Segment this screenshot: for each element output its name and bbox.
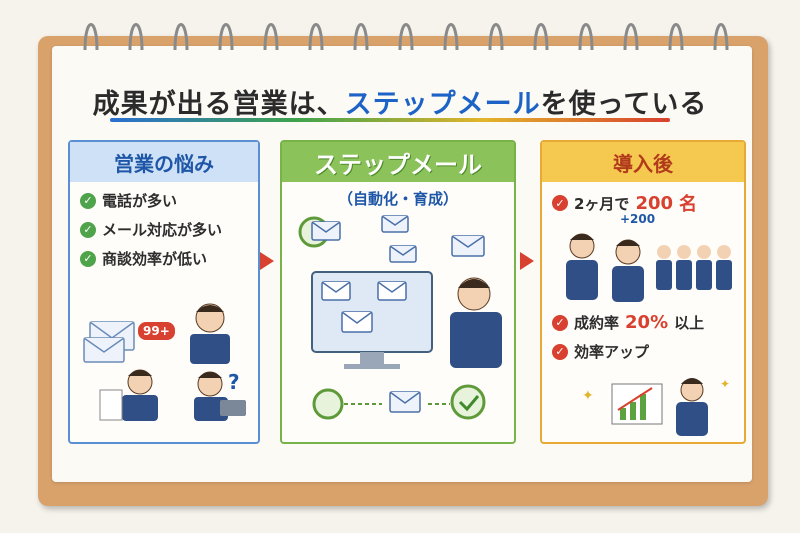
problem-item: ✓ 商談効率が低い — [80, 248, 248, 269]
problem-item: ✓ メール対応が多い — [80, 219, 248, 240]
step-mail-subheading: （自動化・育成） — [337, 190, 458, 208]
check-icon: ✓ — [552, 343, 568, 360]
check-icon: ✓ — [552, 314, 568, 331]
question-mark-icon: ? — [228, 370, 240, 394]
problem-item: ✓ 電話が多い — [80, 190, 248, 211]
result-suffix: 名 — [679, 194, 698, 215]
result-item: ✓ 効率アップ — [552, 341, 734, 362]
check-icon: ✓ — [552, 195, 568, 211]
title-post: を使っている — [540, 89, 708, 120]
problems-heading: 営業の悩み — [70, 142, 258, 182]
result-suffix: 以上 — [674, 314, 705, 332]
problem-item-label: メール対応が多い — [102, 221, 223, 239]
automation-illustration — [298, 215, 502, 420]
problem-item-label: 電話が多い — [102, 192, 178, 210]
result-number: 20% — [625, 312, 669, 333]
result-label: 効率アップ — [574, 343, 650, 361]
spiral-rings — [83, 23, 729, 51]
result-number: 200 — [635, 192, 674, 214]
plus-200-label: +200 — [620, 212, 656, 226]
result-label: 成約率 — [574, 314, 620, 332]
arrow-right-icon — [260, 252, 274, 270]
check-icon: ✓ — [80, 192, 96, 209]
arrow-right-icon — [520, 252, 534, 270]
result-label: 2ヶ月で — [574, 194, 630, 213]
title-highlight: ステップメール — [344, 89, 541, 120]
title-underline — [110, 118, 670, 122]
step-mail-panel: ステップメール （自動化・育成） — [280, 140, 516, 444]
svg-text:✦: ✦ — [582, 388, 594, 404]
step-mail-heading: ステップメール — [282, 142, 514, 182]
page-title: 成果が出る営業は、ステップメールを使っている — [60, 82, 740, 121]
svg-text:✦: ✦ — [720, 377, 730, 391]
title-pre: 成果が出る営業は、 — [92, 89, 345, 120]
check-icon: ✓ — [80, 221, 96, 238]
notification-badge: 99+ — [138, 322, 175, 340]
check-icon: ✓ — [80, 250, 96, 267]
problems-panel: 営業の悩み ✓ 電話が多い ✓ メール対応が多い ✓ 商談効率が低い — [68, 140, 260, 444]
problem-item-label: 商談効率が低い — [102, 250, 208, 268]
team-celebration-illustration — [566, 233, 732, 302]
after-heading: 導入後 — [542, 142, 744, 182]
busy-salesperson-illustration — [83, 303, 246, 421]
growth-chart-illustration: ✦✦ — [582, 377, 730, 436]
result-item: ✓ 成約率 20% 以上 — [552, 312, 734, 333]
